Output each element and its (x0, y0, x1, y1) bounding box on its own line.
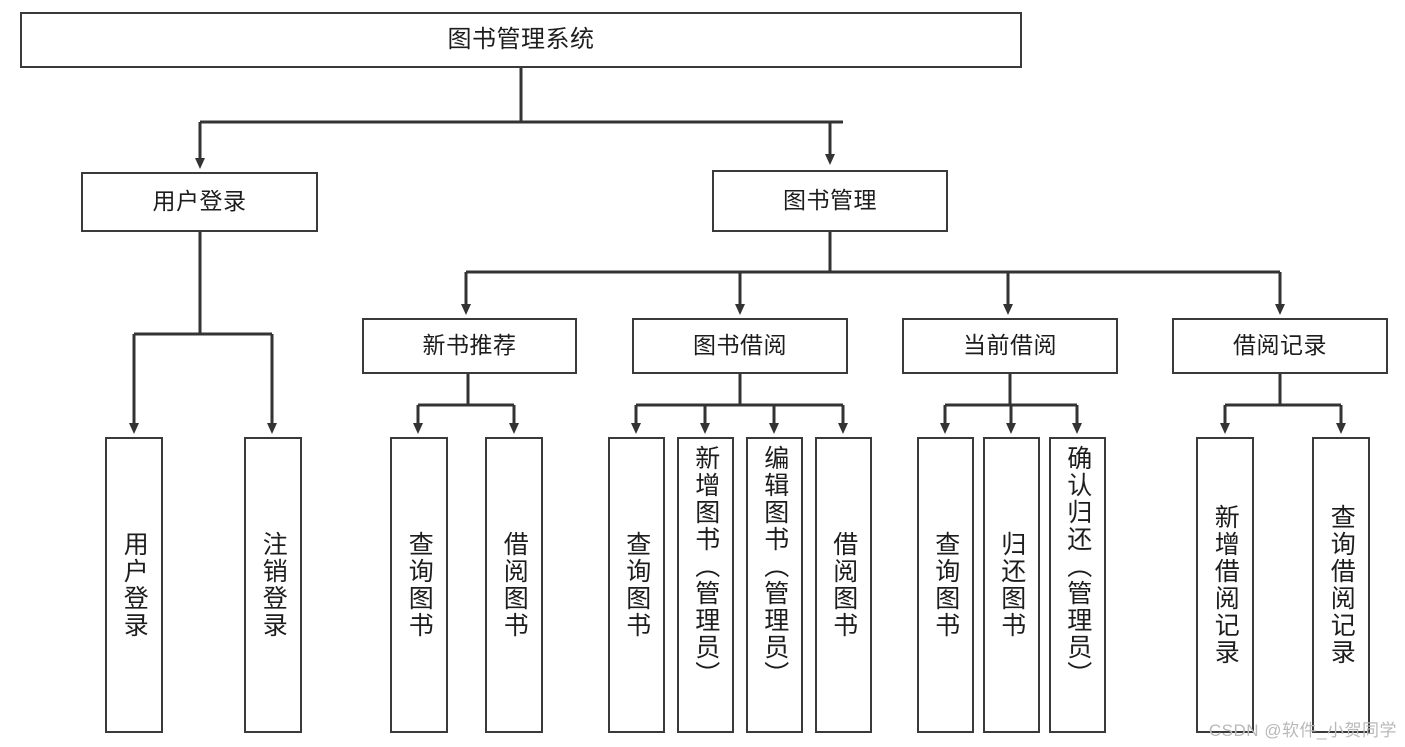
node-label: 用户登录 (152, 188, 247, 215)
watermark-text: CSDN @软件_小贺同学 (1208, 721, 1397, 740)
node-label: 新书推荐 (422, 332, 517, 359)
node-label: 查询借阅记录 (1327, 504, 1356, 666)
leaf-add-book-admin[interactable]: 新增图书（管理员） (677, 437, 734, 733)
leaf-user-login[interactable]: 用户登录 (105, 437, 163, 733)
node-label: 图书借阅 (693, 332, 787, 359)
node-root-book-management-system[interactable]: 图书管理系统 (20, 12, 1022, 68)
leaf-return-book[interactable]: 归还图书 (983, 437, 1040, 733)
node-current-borrow[interactable]: 当前借阅 (902, 318, 1118, 374)
node-book-borrow[interactable]: 图书借阅 (632, 318, 848, 374)
leaf-edit-book-admin[interactable]: 编辑图书（管理员） (746, 437, 803, 733)
leaf-add-borrow-record[interactable]: 新增借阅记录 (1196, 437, 1254, 733)
node-label: 确认归还（管理员） (1063, 445, 1092, 688)
node-label: 归还图书 (997, 531, 1026, 639)
leaf-borrow-book[interactable]: 借阅图书 (815, 437, 872, 733)
node-label: 图书管理 (783, 187, 877, 214)
node-label: 当前借阅 (963, 332, 1057, 359)
node-borrow-record[interactable]: 借阅记录 (1172, 318, 1388, 374)
node-label: 新增图书（管理员） (691, 445, 720, 688)
node-book-management[interactable]: 图书管理 (712, 170, 948, 232)
leaf-query-borrow-record[interactable]: 查询借阅记录 (1312, 437, 1370, 733)
leaf-confirm-return-admin[interactable]: 确认归还（管理员） (1049, 437, 1106, 733)
node-label: 查询图书 (622, 531, 651, 639)
node-user-login[interactable]: 用户登录 (81, 172, 318, 232)
node-label: 借阅图书 (500, 531, 529, 639)
node-label: 编辑图书（管理员） (760, 445, 789, 688)
leaf-query-book-new[interactable]: 查询图书 (390, 437, 448, 733)
node-label: 用户登录 (120, 531, 149, 639)
node-new-book-recommend[interactable]: 新书推荐 (362, 318, 577, 374)
node-label: 图书管理系统 (447, 25, 595, 53)
leaf-logout[interactable]: 注销登录 (244, 437, 302, 733)
node-label: 查询图书 (405, 531, 434, 639)
leaf-query-book-current[interactable]: 查询图书 (917, 437, 974, 733)
node-label: 注销登录 (259, 531, 288, 639)
node-label: 借阅图书 (829, 531, 858, 639)
leaf-borrow-book-new[interactable]: 借阅图书 (485, 437, 543, 733)
leaf-query-book-borrow[interactable]: 查询图书 (608, 437, 665, 733)
node-label: 新增借阅记录 (1211, 504, 1240, 666)
node-label: 查询图书 (931, 531, 960, 639)
node-label: 借阅记录 (1233, 332, 1327, 359)
